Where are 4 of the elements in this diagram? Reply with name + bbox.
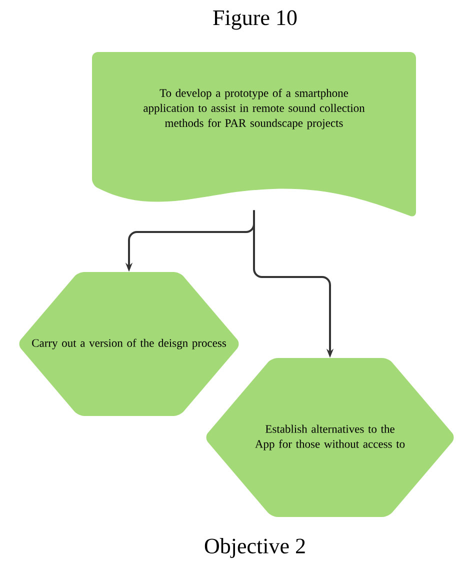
figure-title: Figure 10 <box>213 10 297 30</box>
figure-caption: Objective 2 <box>204 538 305 558</box>
hexagon-box: Carry out a version of the deisgn process <box>19 272 239 416</box>
hexagon-box: Establish alternatives to the App for those without access to <box>206 358 454 517</box>
